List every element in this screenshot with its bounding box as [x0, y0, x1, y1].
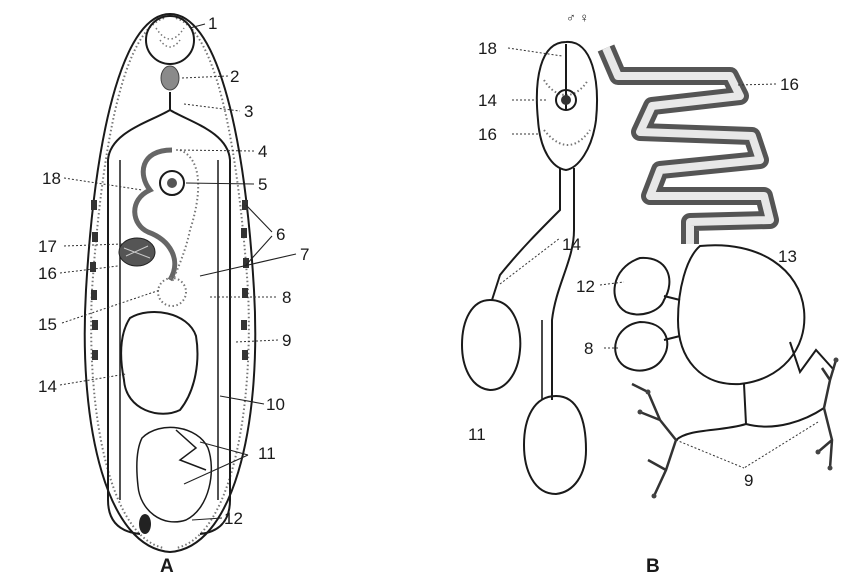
label-a-2: 2: [230, 67, 239, 86]
vitelline-ducts: [676, 384, 824, 440]
label-a-6: 6: [276, 225, 285, 244]
label-b-9: 9: [744, 471, 753, 490]
panel-captions: A B: [160, 556, 660, 577]
panel-b-caption: B: [646, 556, 660, 577]
label-b-16-right: 16: [780, 75, 799, 94]
label-a-16: 16: [38, 264, 57, 283]
pharynx: [161, 66, 179, 90]
excretory-bladder: [139, 514, 151, 534]
label-b-12: 12: [576, 277, 595, 296]
label-a-1: 1: [208, 14, 217, 33]
label-b-11: 11: [468, 425, 486, 444]
vas-deferens: [552, 168, 574, 400]
panel-a-caption: A: [160, 556, 174, 577]
label-a-8: 8: [282, 288, 291, 307]
label-b-13: 13: [778, 247, 797, 266]
label-a-3: 3: [244, 102, 253, 121]
bursa-12: [614, 258, 669, 314]
vitellaria: [90, 200, 249, 360]
label-a-10: 10: [266, 395, 285, 414]
label-b-14-lower: 14: [562, 235, 581, 254]
label-b-16-left: 16: [478, 125, 497, 144]
label-a-15: 15: [38, 315, 57, 334]
ovary-b: [615, 322, 667, 371]
label-a-12: 12: [224, 509, 243, 528]
label-a-11: 11: [258, 444, 276, 463]
label-a-14: 14: [38, 377, 57, 396]
vitelline-glands: [632, 360, 836, 496]
label-a-4: 4: [258, 142, 267, 161]
label-a-18: 18: [42, 169, 61, 188]
label-a-9: 9: [282, 331, 291, 350]
panel-b-drawing: [462, 42, 839, 499]
seminal-receptacle: [678, 245, 804, 384]
panel-a-drawing: [85, 14, 256, 552]
label-a-7: 7: [300, 245, 309, 264]
testis-b-lower: [524, 396, 586, 494]
label-b-14-upper: 14: [478, 91, 497, 110]
oral-sucker: [146, 16, 194, 64]
testis-anterior: [121, 312, 197, 414]
label-b-18: 18: [478, 39, 497, 58]
ovary: [119, 238, 155, 266]
testis-b-upper: [462, 300, 520, 390]
sex-symbols: ♂ ♀: [566, 10, 589, 25]
label-b-8: 8: [584, 339, 593, 358]
label-a-5: 5: [258, 175, 267, 194]
label-a-17: 17: [38, 237, 57, 256]
